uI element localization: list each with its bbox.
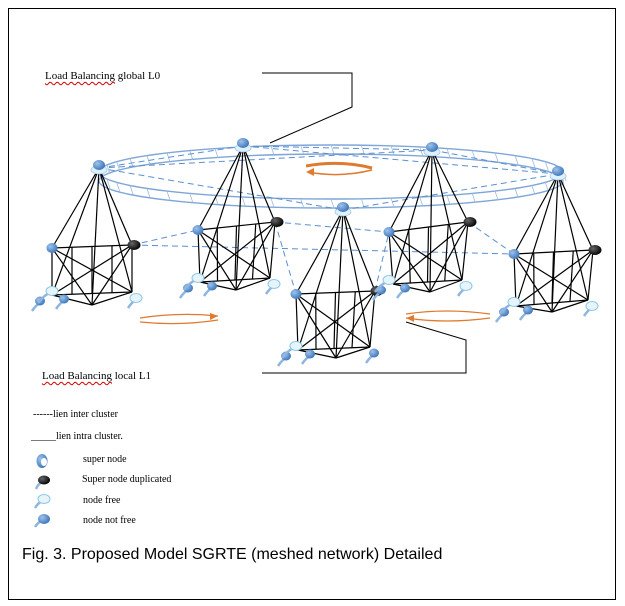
super-node xyxy=(90,160,108,175)
super-node-duplicated-icon xyxy=(34,475,50,490)
node-not-free xyxy=(364,348,379,364)
local-balancing-prefix: Load Balancing xyxy=(42,370,112,382)
figure-caption: Fig. 3. Proposed Model SGRTE (meshed net… xyxy=(22,546,443,563)
local-rotation-arrow-left xyxy=(139,313,219,325)
local-rotation-arrow-right xyxy=(405,310,491,322)
node-free xyxy=(126,293,143,309)
global-rotation-arrow xyxy=(305,161,373,176)
node-not-free xyxy=(518,305,533,321)
node-free xyxy=(456,281,473,297)
legend-super-node: super node xyxy=(83,454,127,465)
node-not-free-icon xyxy=(33,514,50,528)
super-node xyxy=(549,166,567,181)
legend-node-free: node free xyxy=(83,495,121,506)
figure-frame xyxy=(8,8,616,600)
node-not-free xyxy=(383,227,395,237)
intra-cluster-links xyxy=(513,173,594,313)
node-not-free xyxy=(54,294,69,310)
node-not-free xyxy=(300,349,315,365)
callout-global xyxy=(262,72,353,144)
node-free xyxy=(582,301,599,317)
node-not-free xyxy=(276,351,291,367)
clusters xyxy=(30,138,602,367)
node-not-free xyxy=(494,307,509,323)
intra-cluster-links xyxy=(197,145,276,291)
super-node xyxy=(334,202,352,217)
inter-cluster-links xyxy=(98,145,559,295)
global-ring xyxy=(98,144,567,209)
super-node xyxy=(423,142,441,157)
node-not-free xyxy=(395,283,410,299)
intra-cluster-links xyxy=(51,167,133,306)
legend-node-not-free: node not free xyxy=(83,515,136,526)
intra-cluster-links xyxy=(388,149,469,293)
global-balancing-prefix: Load Balancing xyxy=(45,70,115,82)
node-free xyxy=(499,297,521,315)
legend-inter-cluster: ------lien inter cluster xyxy=(33,409,118,420)
node-free xyxy=(264,279,281,295)
node-not-free xyxy=(202,281,217,297)
global-balancing-label: Load Balancing global L0 xyxy=(45,70,160,82)
local-balancing-suffix: local L1 xyxy=(111,370,152,382)
super-node-duplicated xyxy=(463,217,477,227)
node-free xyxy=(37,286,59,304)
intra-cluster-links xyxy=(295,209,376,359)
node-not-free xyxy=(178,283,193,299)
node-not-free xyxy=(192,225,204,235)
cluster-center xyxy=(276,202,384,367)
node-not-free xyxy=(46,243,58,253)
node-free xyxy=(281,341,303,359)
global-balancing-suffix: global L0 xyxy=(114,70,161,82)
callout-local xyxy=(262,321,467,374)
node-not-free xyxy=(508,249,520,259)
super-node xyxy=(234,138,252,153)
node-free xyxy=(374,275,396,293)
super-node-duplicated xyxy=(270,217,284,227)
local-balancing-label: Load Balancing local L1 xyxy=(42,370,151,382)
cluster-left xyxy=(30,160,143,312)
cluster-right xyxy=(494,166,602,323)
cluster-center-right xyxy=(371,142,477,301)
legend-icons xyxy=(33,454,51,528)
super-node-duplicated xyxy=(588,245,602,255)
super-node-icon xyxy=(36,454,48,468)
super-node-duplicated xyxy=(127,240,141,250)
node-free xyxy=(183,273,205,291)
node-not-free xyxy=(290,289,302,299)
legend-intra-cluster: _____lien intra cluster. xyxy=(31,431,123,442)
legend-super-node-duplicated: Super node duplicated xyxy=(82,474,172,485)
node-free-icon xyxy=(33,494,51,509)
cluster-center-left xyxy=(178,138,284,299)
